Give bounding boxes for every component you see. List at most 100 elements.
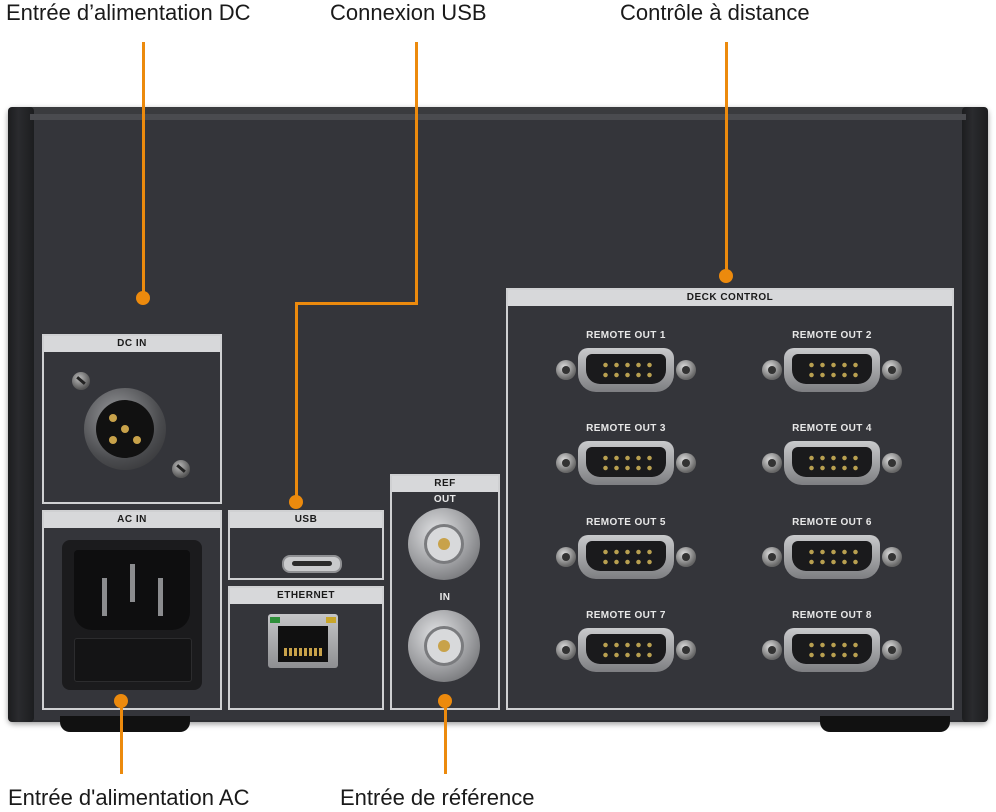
- db9-remote-out-3[interactable]: [556, 441, 696, 485]
- db9-pins: [600, 640, 652, 658]
- fuse-drawer[interactable]: [74, 638, 192, 682]
- screw-icon: [762, 453, 782, 473]
- db9-remote-out-6[interactable]: [762, 535, 902, 579]
- db9-shell: [578, 348, 674, 392]
- xlr-pin: [121, 425, 129, 433]
- callout-dot-usb: [289, 495, 303, 509]
- bnc-ref-in-connector[interactable]: [408, 610, 480, 682]
- remote-out-label: REMOTE OUT 7: [586, 610, 666, 621]
- callout-label-reference: Entrée de référence: [340, 785, 535, 810]
- screw-icon: [676, 547, 696, 567]
- xlr-pin: [109, 436, 117, 444]
- bnc-center-pin: [438, 640, 450, 652]
- ref-out-label: OUT: [433, 494, 457, 505]
- usb-section: USB: [228, 510, 384, 580]
- callout-label-dc-power: Entrée d’alimentation DC: [6, 0, 251, 25]
- db9-socket: [792, 354, 872, 384]
- ac-in-header: AC IN: [44, 512, 220, 528]
- db9-remote-out-4[interactable]: [762, 441, 902, 485]
- callout-label-usb: Connexion USB: [330, 0, 487, 25]
- remote-out-label: REMOTE OUT 8: [792, 610, 872, 621]
- db9-shell: [784, 535, 880, 579]
- callout-line-usb: [295, 302, 418, 305]
- ac-in-section: AC IN: [42, 510, 222, 710]
- screw-icon: [882, 360, 902, 380]
- screw-icon: [762, 360, 782, 380]
- chassis-foot-right: [820, 716, 950, 732]
- deck-control-section: DECK CONTROL: [506, 288, 954, 710]
- ref-in-label: IN: [439, 592, 451, 603]
- db9-shell: [784, 348, 880, 392]
- callout-dot-reference: [438, 694, 452, 708]
- callout-line-reference: [444, 700, 447, 774]
- ethernet-header: ETHERNET: [230, 588, 382, 604]
- chassis-foot-left: [60, 716, 190, 732]
- callout-dot-remote: [719, 269, 733, 283]
- db9-pins: [806, 547, 858, 565]
- db9-shell: [784, 441, 880, 485]
- ref-header: REF: [392, 476, 498, 492]
- chassis-top-edge: [30, 114, 966, 120]
- db9-remote-out-1[interactable]: [556, 348, 696, 392]
- remote-out-label: REMOTE OUT 3: [586, 423, 666, 434]
- remote-out-label: REMOTE OUT 2: [792, 330, 872, 341]
- callout-label-ac-power: Entrée d'alimentation AC: [8, 785, 250, 810]
- callout-dot-ac-power: [114, 694, 128, 708]
- screw-icon: [882, 547, 902, 567]
- activity-led-icon: [326, 617, 336, 623]
- dc-in-header: DC IN: [44, 336, 220, 352]
- db9-remote-out-2[interactable]: [762, 348, 902, 392]
- xlr-socket: [96, 400, 154, 458]
- screw-icon: [882, 453, 902, 473]
- db9-socket: [586, 541, 666, 571]
- screw-icon: [556, 453, 576, 473]
- callout-label-remote: Contrôle à distance: [620, 0, 810, 25]
- iec-pin: [130, 564, 135, 602]
- iec-pin: [158, 578, 163, 616]
- db9-socket: [792, 447, 872, 477]
- remote-out-label: REMOTE OUT 6: [792, 517, 872, 528]
- callout-line-ac-power: [120, 700, 123, 774]
- db9-pins: [600, 453, 652, 471]
- db9-socket: [586, 354, 666, 384]
- screw-icon: [556, 547, 576, 567]
- db9-socket: [586, 447, 666, 477]
- bnc-center-pin: [438, 538, 450, 550]
- iec-power-inlet[interactable]: [62, 540, 202, 690]
- db9-socket: [586, 634, 666, 664]
- remote-out-label: REMOTE OUT 5: [586, 517, 666, 528]
- db9-shell: [784, 628, 880, 672]
- db9-shell: [578, 628, 674, 672]
- rj45-ethernet-port[interactable]: [268, 614, 338, 668]
- rj45-contacts: [284, 648, 322, 656]
- rj45-opening: [278, 626, 328, 662]
- remote-out-label: REMOTE OUT 4: [792, 423, 872, 434]
- usb-header: USB: [230, 512, 382, 528]
- screw-icon: [676, 453, 696, 473]
- callout-line-remote: [725, 42, 728, 276]
- db9-remote-out-5[interactable]: [556, 535, 696, 579]
- deck-control-header: DECK CONTROL: [508, 290, 952, 306]
- usb-c-port[interactable]: [282, 555, 342, 573]
- db9-shell: [578, 441, 674, 485]
- callout-line-usb: [415, 42, 418, 304]
- link-led-icon: [270, 617, 280, 623]
- screw-icon: [762, 640, 782, 660]
- screw-icon: [556, 640, 576, 660]
- screw-icon: [762, 547, 782, 567]
- db9-pins: [806, 453, 858, 471]
- xlr-pin: [133, 436, 141, 444]
- bnc-ref-out-connector[interactable]: [408, 508, 480, 580]
- db9-remote-out-8[interactable]: [762, 628, 902, 672]
- db9-socket: [792, 541, 872, 571]
- xlr-pin: [109, 414, 117, 422]
- db9-pins: [600, 360, 652, 378]
- xlr-dc-connector[interactable]: [84, 388, 166, 470]
- dc-in-section: DC IN: [42, 334, 222, 504]
- db9-remote-out-7[interactable]: [556, 628, 696, 672]
- callout-line-dc-power: [142, 42, 145, 298]
- db9-pins: [600, 547, 652, 565]
- db9-shell: [578, 535, 674, 579]
- chassis-right-rail: [962, 107, 988, 722]
- screw-icon: [72, 372, 90, 390]
